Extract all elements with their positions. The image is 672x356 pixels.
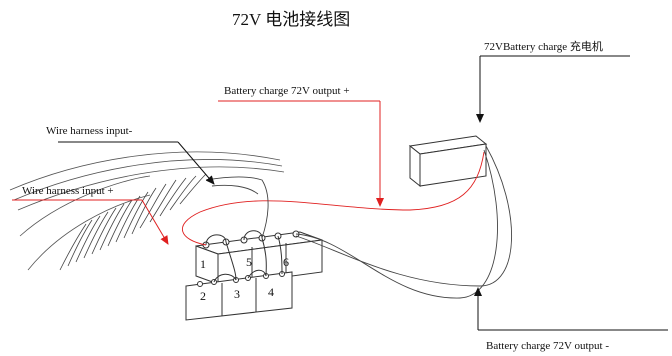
battery-label-3: 3 <box>234 287 240 301</box>
positive-wire <box>181 151 485 246</box>
charger-label: 72VBattery charge 充电机 <box>484 39 603 53</box>
harness-wire-b <box>211 184 259 195</box>
battery-pack <box>185 230 323 321</box>
harness-negative-label: Wire harness input- <box>46 125 133 137</box>
negative-wire-to-charger-2 <box>295 145 512 287</box>
output-positive-callout: Battery charge 72V output + <box>218 85 384 207</box>
harness-negative-callout: Wire harness input- <box>46 125 215 185</box>
output-positive-label: Battery charge 72V output + <box>224 85 350 97</box>
charger-callout: 72VBattery charge 充电机 <box>476 39 630 123</box>
diagram-title: 72V 电池接线图 <box>232 10 350 29</box>
battery-label-5: 5 <box>246 255 252 269</box>
negative-wire-to-charger <box>295 149 498 299</box>
battery-label-2: 2 <box>200 289 206 303</box>
harness-positive-callout: Wire harness input + <box>12 185 169 245</box>
output-negative-label: Battery charge 72V output - <box>486 340 609 352</box>
battery-label-4: 4 <box>268 285 274 299</box>
harness-spiral-wrap <box>59 173 207 271</box>
battery-jumpers <box>205 230 283 283</box>
wire-harness <box>9 151 285 271</box>
charger-box <box>408 135 488 188</box>
battery-label-6: 6 <box>283 255 289 269</box>
battery-label-1: 1 <box>200 257 206 271</box>
harness-positive-label: Wire harness input + <box>22 185 114 197</box>
battery-numbers: 1 5 6 2 3 4 <box>200 255 289 303</box>
output-negative-callout: Battery charge 72V output - <box>474 287 668 352</box>
harness-wire-a <box>205 176 269 239</box>
